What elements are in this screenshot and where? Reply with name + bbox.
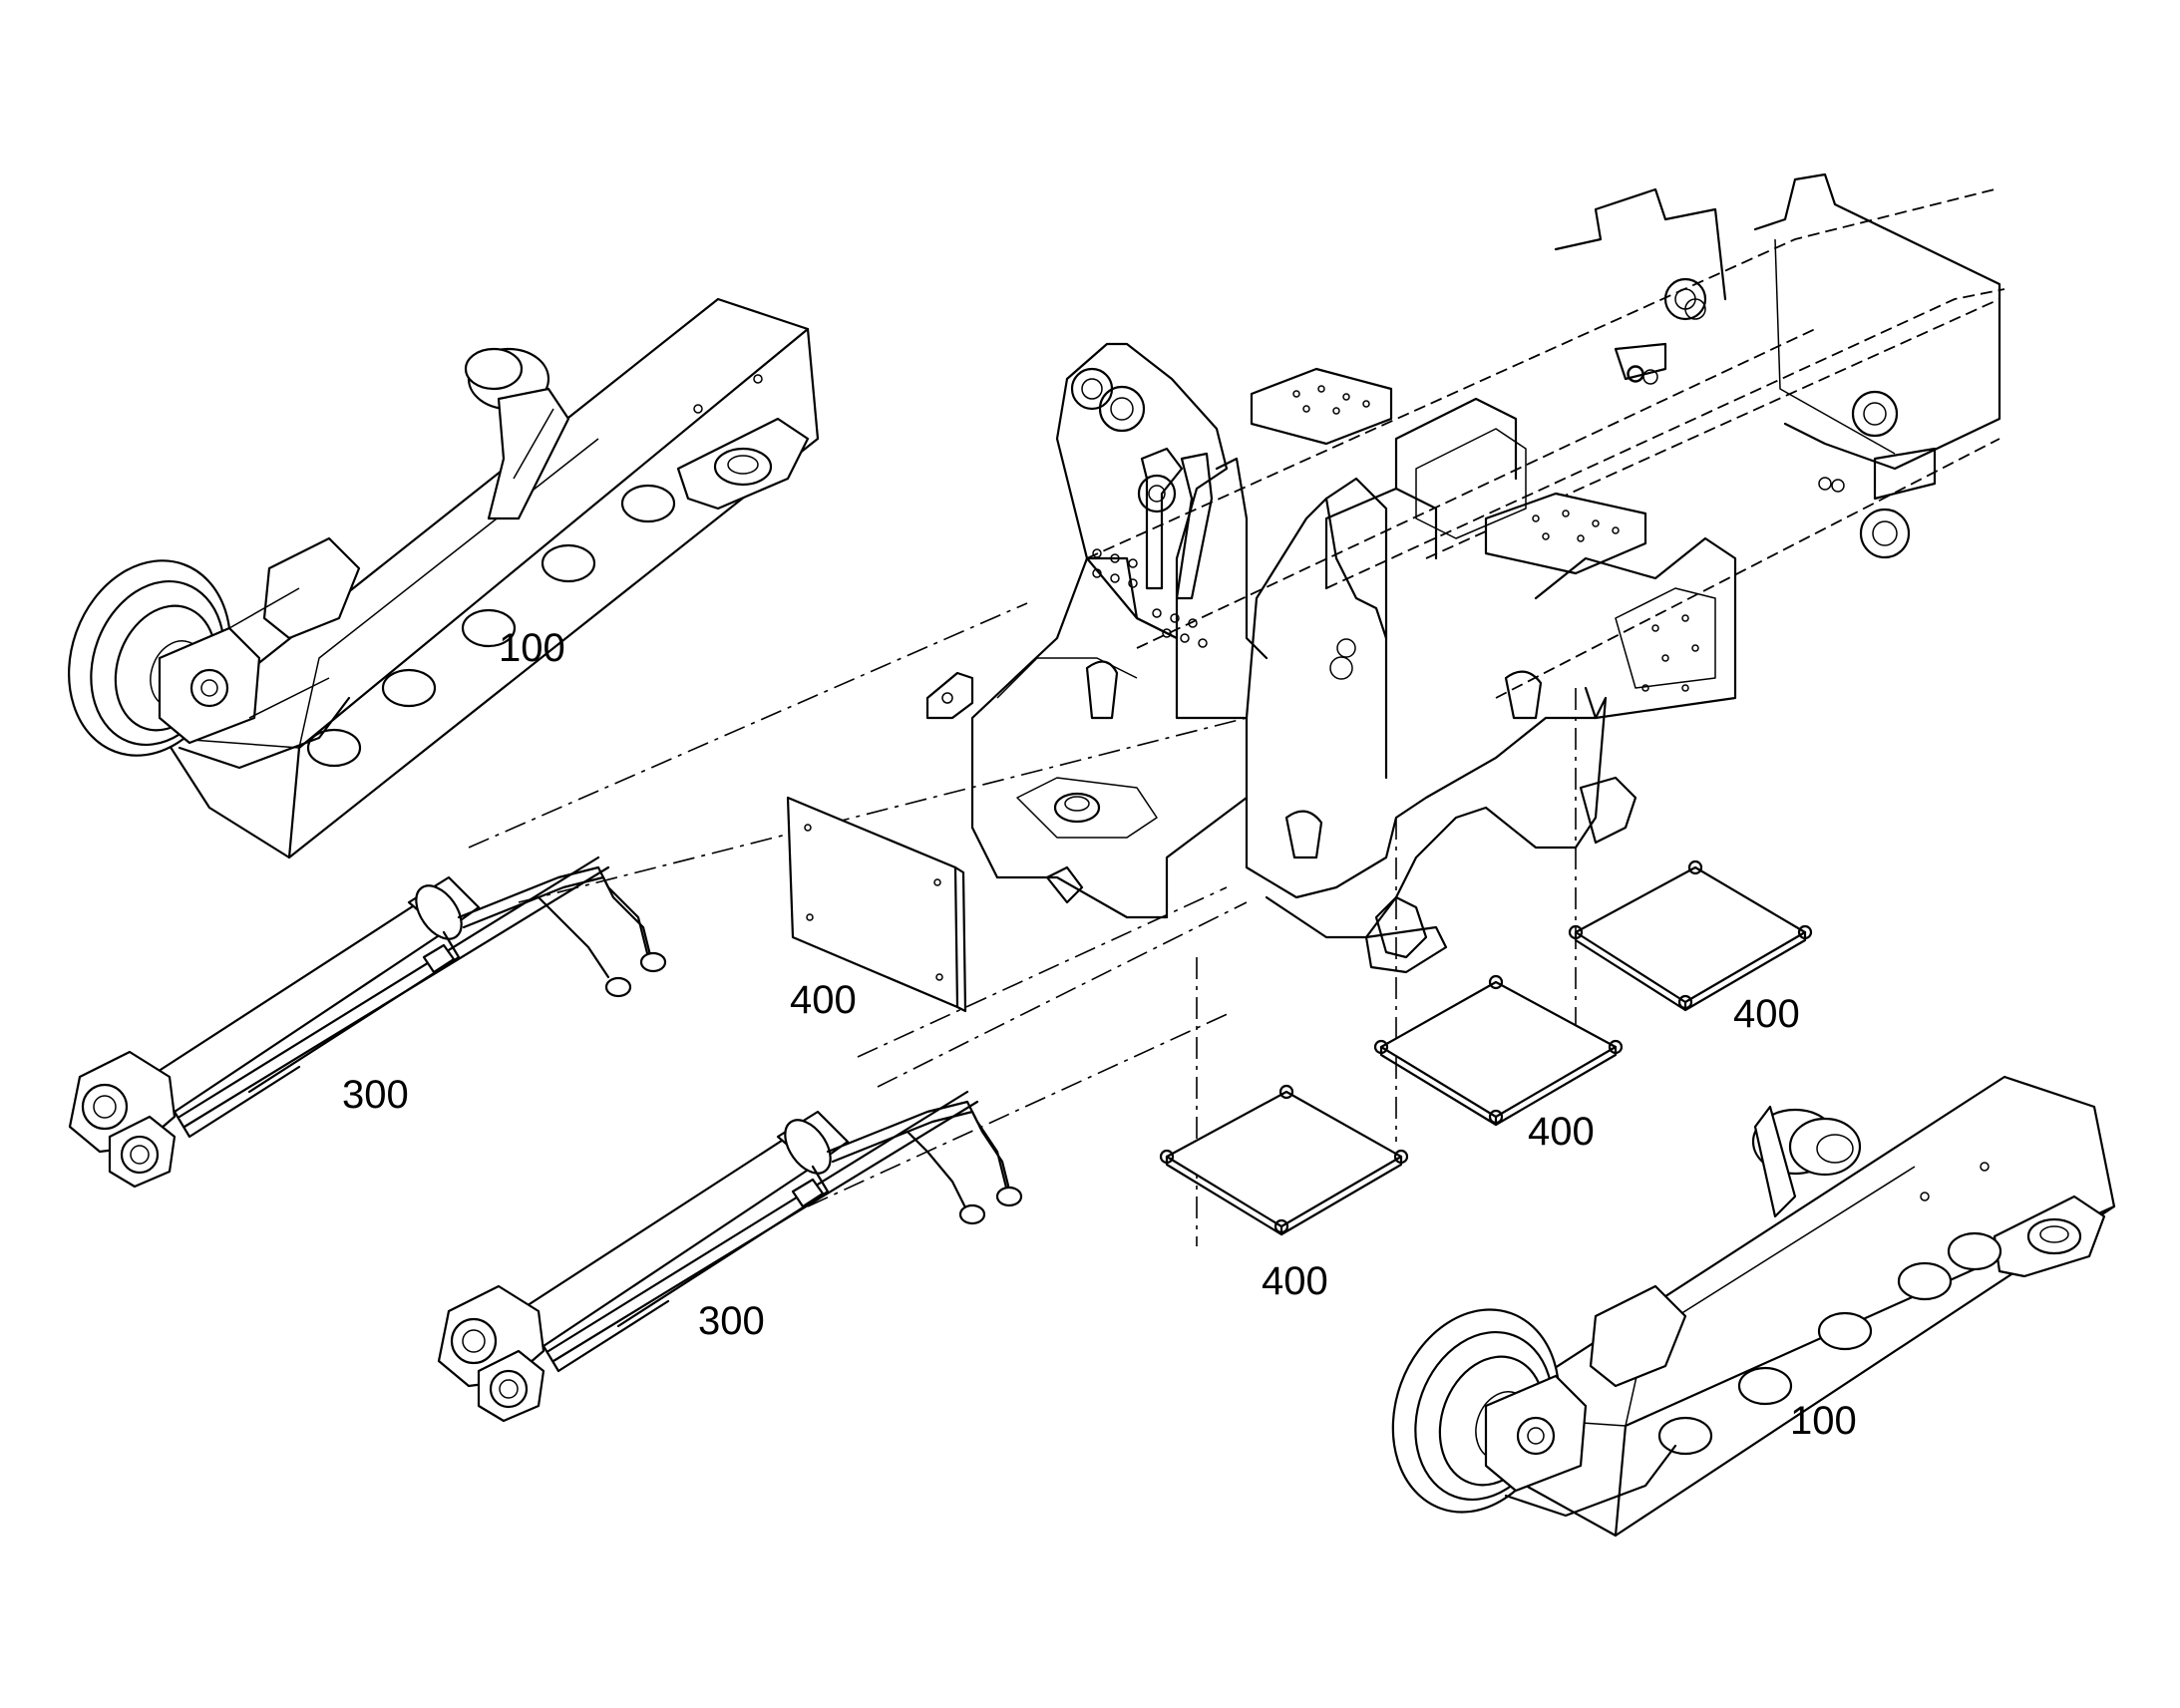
callout-cylinder-lower: 300 bbox=[698, 1299, 765, 1343]
callout-track-frame-left: 100 bbox=[499, 626, 565, 670]
callout-cylinder-upper: 300 bbox=[342, 1073, 409, 1117]
track-frame-left-drawing bbox=[68, 297, 820, 859]
plate-vertical-drawing bbox=[786, 796, 967, 1013]
callout-pad-middle: 400 bbox=[1528, 1110, 1595, 1154]
callout-plate-vertical: 400 bbox=[790, 978, 857, 1022]
pads-drawing bbox=[1159, 859, 1813, 1236]
alignment-lines bbox=[468, 602, 1577, 1246]
cylinder-lower-drawing bbox=[437, 1090, 1023, 1423]
callout-pad-rear: 400 bbox=[1733, 992, 1800, 1036]
main-chassis-frame bbox=[925, 172, 2005, 974]
track-frame-right-drawing bbox=[1391, 1075, 2116, 1537]
callout-track-frame-right: 100 bbox=[1790, 1399, 1857, 1443]
cylinder-upper-drawing bbox=[68, 855, 667, 1189]
callout-pad-front: 400 bbox=[1262, 1259, 1328, 1303]
